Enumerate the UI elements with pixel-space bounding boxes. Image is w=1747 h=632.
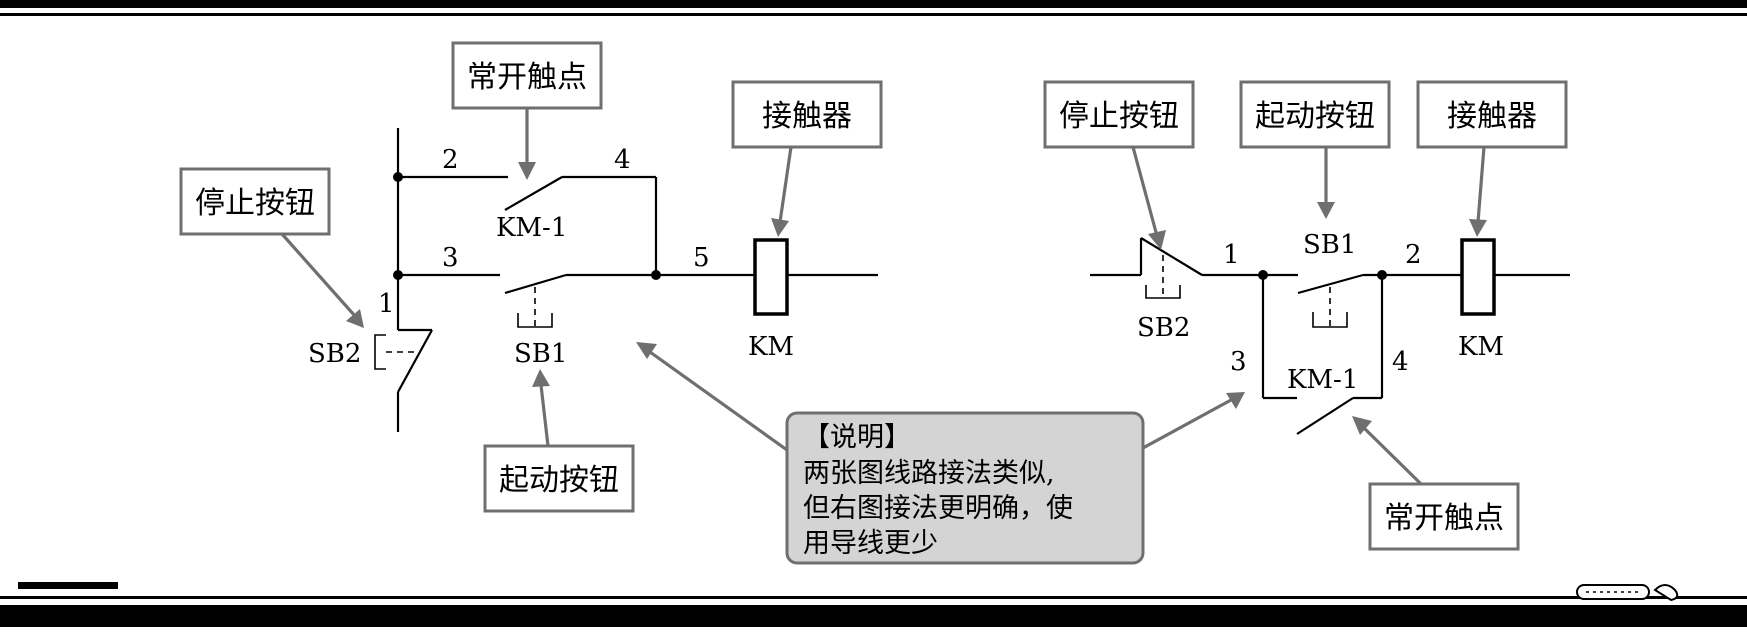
arrowhead [518, 162, 536, 180]
arrowhead [1148, 230, 1166, 250]
arrow [1142, 398, 1232, 450]
callout-contactor-right [1416, 80, 1568, 149]
arrowhead [346, 309, 364, 328]
arrow [649, 350, 788, 452]
km-label: KM [1458, 332, 1504, 362]
wire-number: 3 [1230, 347, 1247, 377]
node [1377, 270, 1387, 280]
sb2-button-cap [1145, 285, 1181, 299]
sb1-button-cap [1312, 312, 1348, 328]
callout-start-right [1239, 80, 1391, 149]
sb1-label: SB1 [1303, 230, 1356, 260]
wire-number: 5 [693, 243, 710, 273]
arrow [1131, 146, 1159, 237]
callout-text: 常开触点 [1384, 501, 1504, 536]
callout-stop-right [1043, 80, 1195, 149]
arrowhead [1352, 416, 1372, 435]
arrow [280, 232, 357, 318]
wire-number: 2 [442, 145, 459, 175]
node [1258, 270, 1268, 280]
sb2-button-cap [374, 334, 386, 370]
note-line: 用导线更少 [803, 528, 938, 559]
callout-text: 停止按钮 [1059, 99, 1179, 134]
arrowhead [1317, 202, 1335, 219]
arrow [778, 146, 793, 223]
wire-number: 2 [1405, 240, 1422, 270]
bottom-frame-line [0, 596, 1747, 599]
note-line: 但右图接法更明确，使 [803, 493, 1073, 524]
node [651, 270, 661, 280]
wire-number: 3 [442, 243, 459, 273]
sb1-label: SB1 [514, 339, 567, 369]
callout-stop-left [179, 167, 331, 236]
callout-text: 接触器 [1447, 99, 1537, 134]
bottom-frame-bar [0, 605, 1747, 627]
right-circuit: 1 2 3 4 SB1 SB2 KM KM-1 停止按钮 起动按钮 接触器 常开… [1043, 80, 1570, 551]
top-frame-line [0, 13, 1747, 16]
sb1-contact [1297, 273, 1364, 295]
callout-text: 接触器 [762, 99, 852, 134]
arrow [1360, 424, 1423, 486]
sb2-contact [1140, 237, 1203, 276]
arrowhead [532, 369, 550, 387]
km1-contact [504, 176, 563, 211]
arrowhead [771, 218, 789, 237]
wire-number: 4 [614, 145, 631, 175]
sb2-label: SB2 [308, 339, 361, 369]
km-coil [1460, 238, 1496, 316]
node [393, 270, 403, 280]
km-coil [753, 238, 789, 316]
sb1-contact [504, 273, 567, 295]
bottom-left-accent [18, 582, 118, 589]
sb1-button-cap [517, 313, 553, 328]
node [393, 172, 403, 182]
callout-contactor-left [731, 80, 883, 149]
km-label: KM [748, 332, 794, 362]
callout-text: 起动按钮 [1255, 99, 1375, 134]
arrowhead [1469, 219, 1487, 237]
note-line: 两张图线路接法类似, [803, 458, 1055, 489]
wire-number: 1 [1223, 240, 1240, 270]
callout-text: 常开触点 [467, 60, 587, 95]
wire-number: 4 [1392, 347, 1409, 377]
arrowhead [1226, 392, 1245, 409]
callout-text: 停止按钮 [195, 186, 315, 221]
note-box [785, 411, 1145, 565]
note-title: 【说明】 [803, 422, 911, 453]
callout-normally-open-right [1368, 482, 1520, 551]
arrowhead [636, 342, 657, 359]
wire-number: 1 [378, 289, 395, 319]
sb2-label: SB2 [1137, 313, 1190, 343]
decor-icon [1576, 584, 1679, 602]
arrow [539, 384, 550, 447]
top-frame-bar [0, 0, 1747, 8]
sb2-contact [397, 329, 433, 393]
callout-text: 起动按钮 [499, 463, 619, 498]
note: 【说明】 两张图线路接法类似, 但右图接法更明确，使 用导线更少 [636, 342, 1245, 565]
callout-start-left [483, 444, 635, 513]
left-circuit: 2 3 4 5 1 KM-1 SB2 SB1 KM 常开触点 接触器 停止按钮 … [179, 41, 883, 513]
km1-contact [1296, 397, 1354, 435]
arrow [1476, 146, 1486, 223]
km1-label: KM-1 [1287, 365, 1358, 395]
km1-label: KM-1 [496, 213, 567, 243]
